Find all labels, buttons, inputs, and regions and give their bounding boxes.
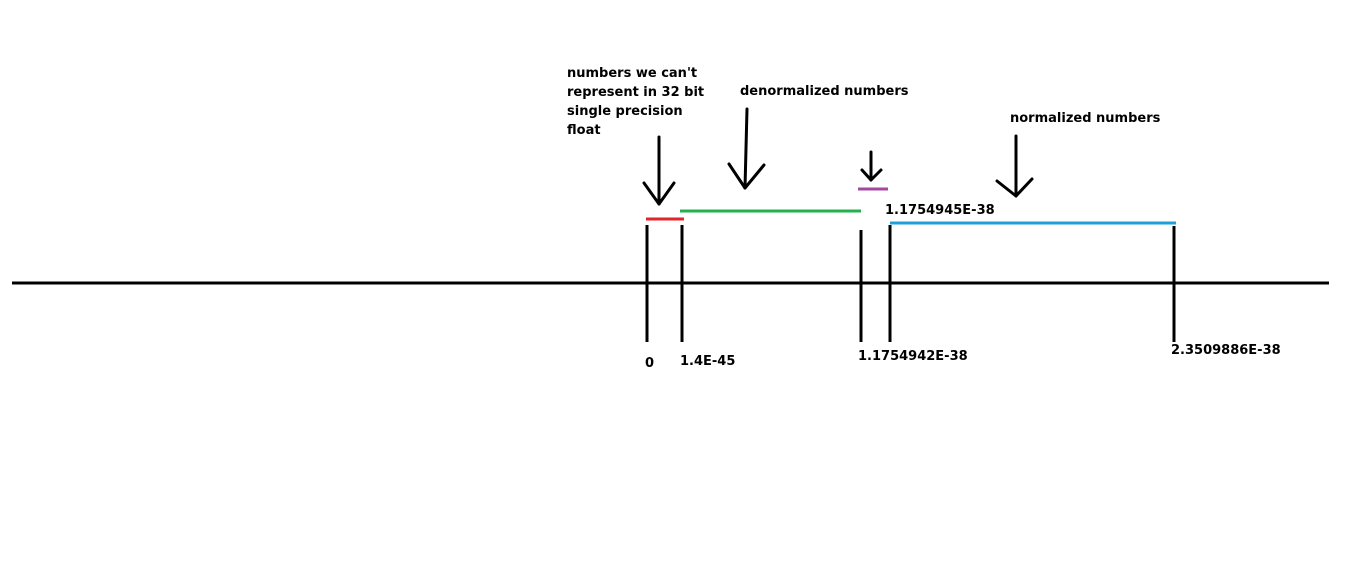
normalized-numbers-label: normalized numbers — [1010, 111, 1161, 126]
arrow-down-icon-normalized — [995, 134, 1034, 198]
tick-label-max-denormal: 1.1754942E-38 — [858, 349, 968, 364]
tick-label-zero: 0 — [645, 356, 655, 371]
unrepresentable-numbers-label: numbers we can't represent in 32 bit sin… — [567, 66, 705, 138]
denormalized-numbers-label: denormalized numbers — [740, 84, 909, 99]
tick-label-min-normal: 1.1754945E-38 — [885, 203, 995, 218]
tick-label-min-denormal: 1.4E-45 — [680, 354, 736, 369]
arrow-down-icon-gap — [860, 150, 883, 182]
arrow-down-icon-denormalized — [727, 107, 766, 190]
arrow-down-icon-unrepresentable — [642, 135, 676, 206]
tick-label-end-normal: 2.3509886E-38 — [1171, 343, 1281, 358]
